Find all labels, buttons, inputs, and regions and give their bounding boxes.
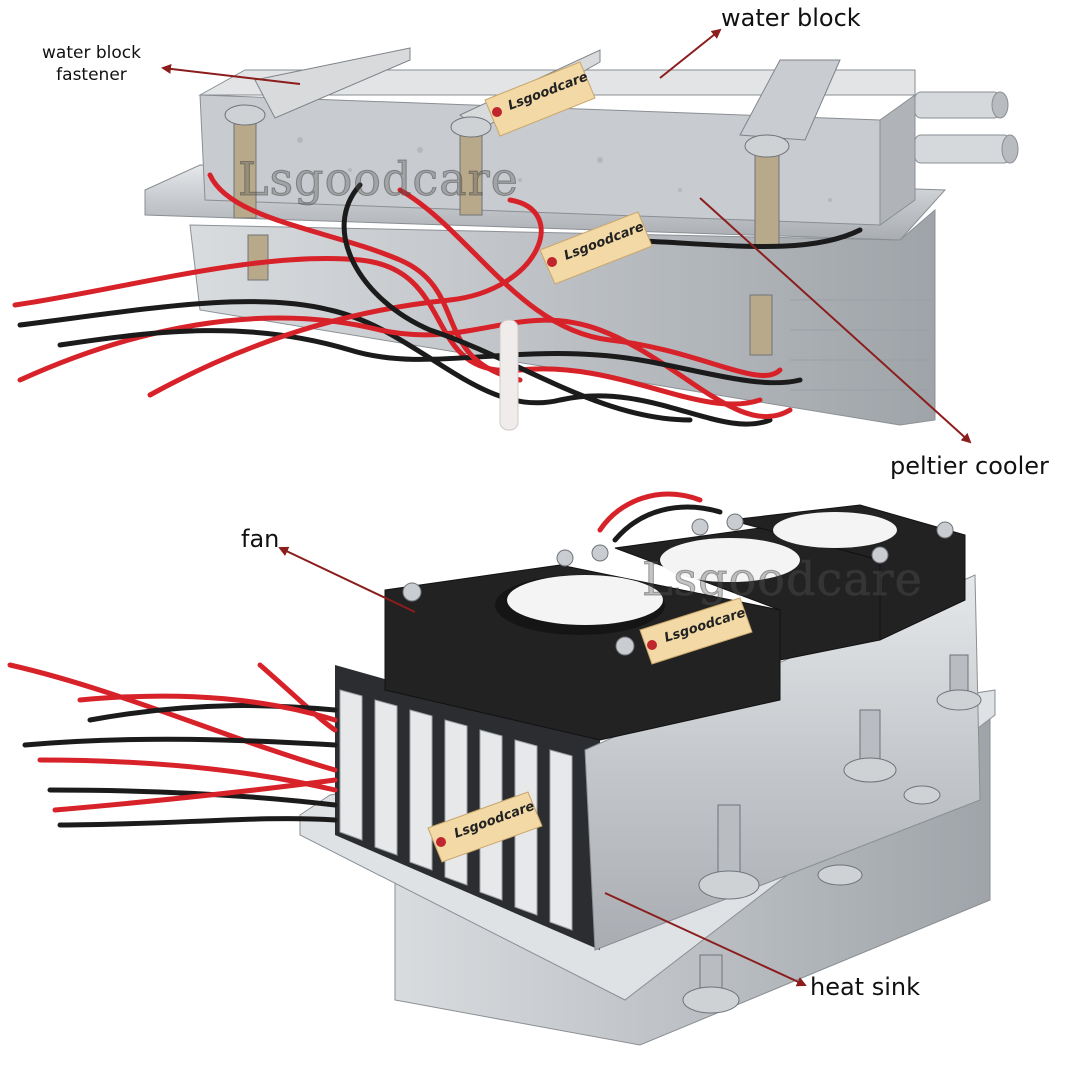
label-water-block-fastener-line1: water block <box>42 43 141 63</box>
top-assembly: Lsgoodcare Lsgoodcare <box>12 47 1019 431</box>
mount-bolts <box>682 654 982 1014</box>
label-heat-sink: heat sink <box>810 973 921 1001</box>
arrow-water-block <box>659 28 722 79</box>
label-peltier-cooler: peltier cooler <box>890 452 1049 480</box>
bottom-assembly: Lsgoodcare Lsgoodcare <box>7 491 996 1046</box>
top-screws <box>224 104 790 356</box>
label-water-block-fastener: water block fastener <box>42 42 141 86</box>
top-wires <box>12 172 863 427</box>
bottom-wires <box>7 491 723 828</box>
callout-arrows <box>161 28 972 987</box>
arrow-fan <box>278 546 416 613</box>
fan-screws <box>402 513 954 656</box>
cable-tie <box>499 319 519 431</box>
fan-1 <box>384 564 781 741</box>
arrow-peltier-cooler <box>699 197 972 444</box>
arrow-heat-sink <box>604 892 807 987</box>
watermark-top: Lsgoodcare <box>238 152 519 207</box>
label-water-block: water block <box>721 4 861 32</box>
arrow-water-block-fastener <box>161 63 301 85</box>
watermark-bottom: Lsgoodcare <box>642 552 923 607</box>
water-block <box>198 69 1019 226</box>
label-fan: fan <box>241 525 280 553</box>
label-water-block-fastener-line2: fastener <box>56 65 127 85</box>
